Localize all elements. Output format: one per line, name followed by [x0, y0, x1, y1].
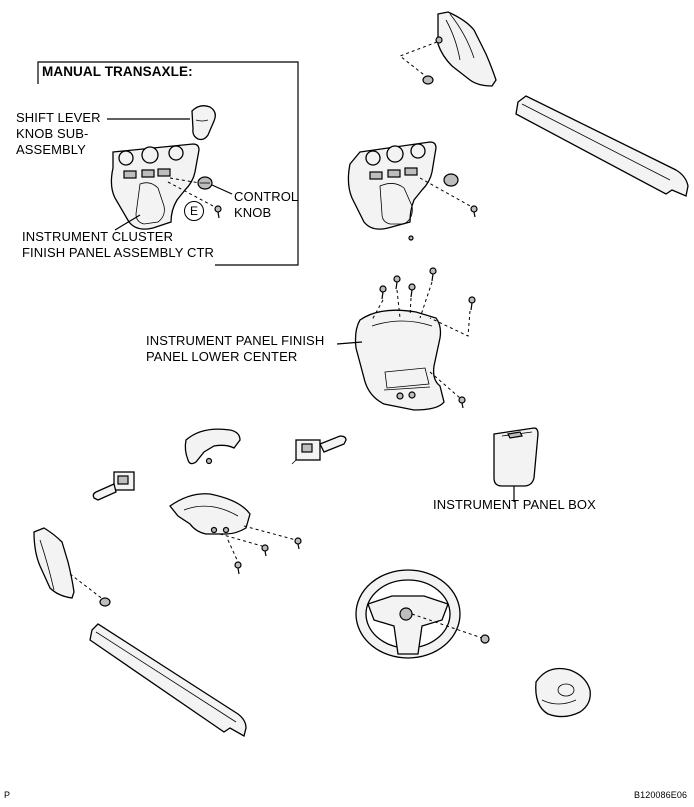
leader-cluster-panel — [114, 214, 141, 231]
instrument-panel-finish-panel-lower-center — [354, 309, 445, 411]
shift-lever-label-line-2: KNOB SUB- — [16, 126, 89, 141]
steering-column-cover-upper — [184, 428, 241, 465]
steering-wheel-nut — [480, 634, 490, 644]
screws-lower-center — [379, 267, 476, 409]
shift-lever-label-line-3: ASSEMBLY — [16, 142, 86, 157]
control-knob-right — [443, 173, 459, 187]
control-knob — [197, 176, 213, 190]
control-knob-label-line-2: KNOB — [234, 205, 272, 220]
instrument-cluster-panel-right — [347, 141, 437, 230]
screws-column-cover — [234, 537, 302, 575]
lower-center-label-line-2: PANEL LOWER CENTER — [146, 349, 298, 364]
clip-left — [99, 597, 111, 607]
page-marker: P — [4, 790, 11, 800]
circle-e-marker: E — [184, 201, 204, 221]
figure-code: B120086E06 — [634, 790, 688, 800]
leader-lower-center — [336, 341, 363, 345]
shift-lever-knob — [191, 105, 216, 141]
instrument-panel-box — [493, 427, 539, 487]
shift-lever-label-line-1: SHIFT LEVER — [16, 110, 101, 125]
instrument-cluster-finish-panel — [110, 143, 200, 230]
door-scuff-plate-right — [515, 95, 689, 197]
control-knob-label-line-1: CONTROL — [234, 189, 299, 204]
front-pillar-side-panel-left — [33, 527, 75, 599]
manual-transaxle-inset-frame — [37, 61, 299, 266]
combination-switch-left — [92, 471, 135, 501]
screw-inset — [167, 181, 222, 219]
door-scuff-plate-left — [89, 623, 247, 737]
steering-wheel — [355, 569, 461, 659]
clip-upper-right — [422, 75, 434, 85]
combination-switch-right — [291, 435, 347, 465]
cluster-panel-label-line-1: INSTRUMENT CLUSTER — [22, 229, 174, 244]
lower-center-label-line-1: INSTRUMENT PANEL FINISH — [146, 333, 325, 348]
steering-column-cover-lower — [169, 493, 251, 535]
manual-transaxle-label: MANUAL TRANSAXLE: — [42, 64, 193, 79]
panel-box-label: INSTRUMENT PANEL BOX — [433, 497, 596, 512]
leader-control-knob — [211, 184, 233, 195]
steering-pad — [535, 667, 591, 718]
front-pillar-side-panel-right — [435, 11, 497, 87]
screw-right-panel — [470, 205, 478, 218]
cluster-panel-label-line-2: FINISH PANEL ASSEMBLY CTR — [22, 245, 215, 260]
